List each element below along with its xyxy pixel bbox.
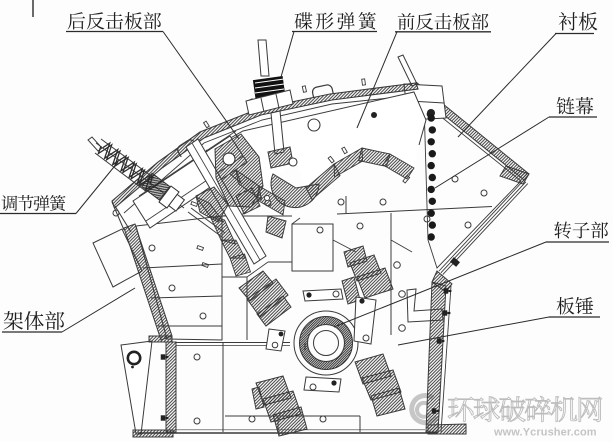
svg-text:www.Ycrusher.com: www.Ycrusher.com — [493, 427, 597, 439]
